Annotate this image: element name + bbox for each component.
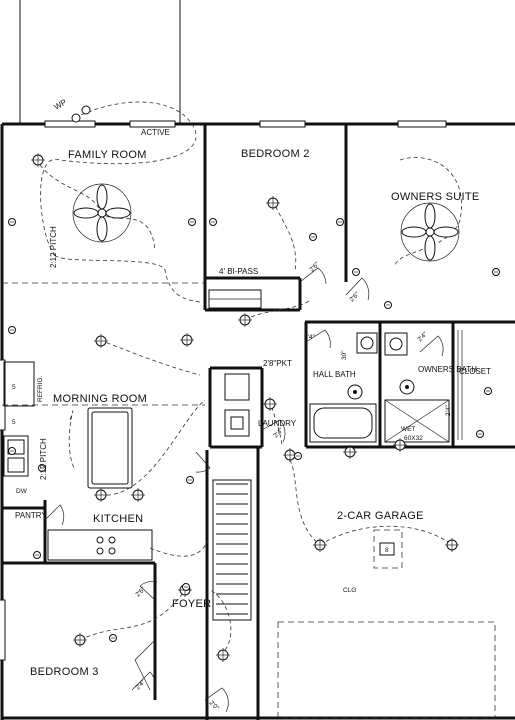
ceiling-light-icon — [180, 333, 194, 347]
room-label-garage: 2-CAR GARAGE — [337, 510, 424, 522]
outlet-icon — [8, 218, 16, 226]
ceiling-light-icon — [313, 538, 327, 552]
note-pkt: 2'8"PKT — [263, 359, 292, 368]
door-size-3: 2'4" — [304, 334, 315, 341]
note-num-2: 5 — [12, 419, 16, 426]
room-label-laundry: LAUNDRY — [258, 419, 297, 428]
door-size-7: 2'6" — [134, 585, 147, 598]
owners-closet-rod — [457, 330, 463, 440]
left-appliances — [3, 361, 35, 477]
owners-bath-fixtures — [384, 332, 450, 443]
door-size-9: 2'0" — [208, 699, 221, 712]
outlet-icon — [209, 218, 217, 226]
outlet-icon — [38, 464, 46, 472]
room-label-owners-bath: OWNERS BATH — [418, 365, 477, 374]
room-label-owners-suite: OWNERS SUITE — [391, 191, 480, 203]
door-size-5: 2'4" — [445, 405, 452, 416]
outlet-icon — [384, 301, 392, 309]
outlet-icon — [336, 218, 344, 226]
ceiling-light-icon — [445, 538, 459, 552]
door-size-2: 2'6" — [348, 290, 361, 303]
door-size-8: 2'4" — [134, 678, 147, 691]
kitchen-island — [87, 407, 133, 489]
outlet-icon — [186, 476, 194, 484]
door-size-6: 2'4" — [272, 426, 285, 439]
ceiling-light-icon — [343, 445, 357, 459]
ceiling-fan-icon — [72, 183, 132, 243]
outlet-icon — [294, 452, 302, 460]
ceiling-light-icon — [31, 153, 45, 167]
note-num-1: 5 — [12, 384, 16, 391]
open-area-dividers — [2, 282, 205, 406]
kitchen-counter — [47, 529, 153, 561]
wp-outlet-icon — [71, 105, 91, 123]
outlet-icon — [476, 430, 484, 438]
door-size-4: 2'4" — [416, 330, 429, 343]
outlet-icon — [182, 583, 190, 591]
note-wp: WP — [53, 97, 69, 111]
hall-bath-fixtures — [347, 332, 378, 400]
outlets — [8, 218, 500, 642]
room-label-closet: CLOSET — [459, 367, 491, 376]
hall-bath-tub — [309, 403, 377, 443]
outlet-icon — [352, 268, 360, 276]
note-dw: DW — [16, 488, 28, 495]
outlet-icon — [8, 447, 16, 455]
outlet-icon — [33, 551, 41, 559]
note-pitch-1: 2:12 PITCH — [49, 226, 58, 268]
garage-door — [277, 621, 496, 719]
door-size-1: 2'6" — [308, 260, 321, 273]
outlet-icon — [484, 387, 492, 395]
outlet-icon — [109, 634, 117, 642]
room-label-family-room: FAMILY ROOM — [68, 149, 147, 161]
windows — [0, 120, 447, 661]
ceiling-light-icon — [263, 397, 277, 411]
electrical-wiring — [39, 101, 462, 656]
ceiling-light-icon — [94, 488, 108, 502]
room-label-bedroom-2: BEDROOM 2 — [241, 148, 310, 160]
interior-walls — [2, 124, 515, 720]
room-label-bedroom-3: BEDROOM 3 — [30, 666, 99, 678]
note-active: ACTIVE — [141, 128, 170, 137]
door-size-10: 30" — [341, 350, 348, 360]
note-refrig: REFRIG. — [37, 375, 44, 402]
ceiling-light-icon — [238, 313, 252, 327]
ceiling-fan-icon — [400, 202, 460, 262]
outlet-icon — [492, 268, 500, 276]
room-label-hall-bath: HALL BATH — [313, 370, 356, 379]
room-label-pantry: PANTRY — [15, 511, 47, 520]
room-label-morning-room: MORNING ROOM — [53, 393, 147, 405]
room-label-foyer: FOYER — [172, 598, 211, 610]
garage-ceiling-box — [373, 529, 403, 569]
ceiling-light-icon — [73, 633, 87, 647]
patio-outline — [19, 0, 181, 124]
note-shower: 60X32 — [404, 435, 423, 442]
bipass-closet — [208, 289, 262, 309]
outlet-icon — [188, 218, 196, 226]
door-swings — [44, 267, 444, 713]
note-bipass: 4' BI-PASS — [219, 267, 258, 276]
note-garage-box: 8 — [385, 547, 389, 554]
ceiling-lights — [31, 153, 459, 662]
note-wet: WET — [401, 426, 415, 433]
ceiling-light-icon — [94, 334, 108, 348]
ceiling-light-icon — [393, 438, 407, 452]
note-clg: CLG — [343, 587, 356, 594]
room-label-kitchen: KITCHEN — [93, 513, 143, 525]
ceiling-light-icon — [216, 648, 230, 662]
outlet-icon — [309, 233, 317, 241]
ceiling-light-icon — [131, 488, 145, 502]
outlet-icon — [8, 326, 16, 334]
ceiling-light-icon — [266, 196, 280, 210]
note-pitch-2: 2:12 PITCH — [39, 438, 48, 480]
laundry-machines — [224, 373, 250, 437]
staircase — [212, 479, 252, 621]
